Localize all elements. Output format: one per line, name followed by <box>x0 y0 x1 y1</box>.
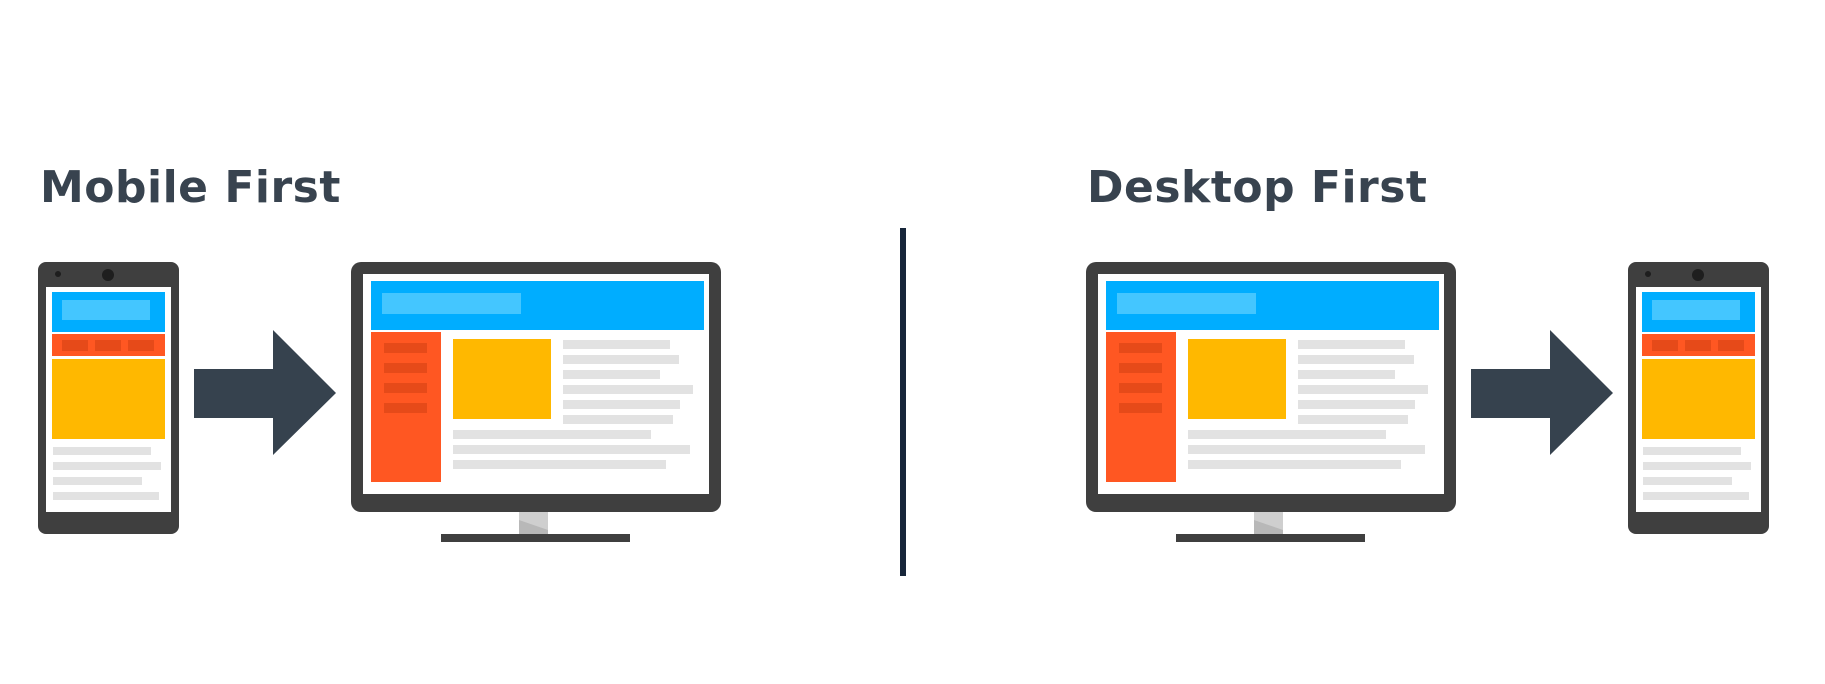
right-arrow-icon <box>1471 330 1613 455</box>
mobile-first-group <box>38 262 721 542</box>
desktop-first-title: Desktop First <box>1087 162 1428 213</box>
mobile-first-title: Mobile First <box>40 162 341 213</box>
section-divider <box>900 228 906 576</box>
desktop-first-group <box>1086 262 1769 542</box>
right-arrow-icon <box>194 330 336 455</box>
smartphone-icon <box>1628 262 1769 534</box>
smartphone-icon <box>38 262 179 534</box>
desktop-monitor-icon <box>351 262 721 542</box>
desktop-monitor-icon <box>1086 262 1456 542</box>
